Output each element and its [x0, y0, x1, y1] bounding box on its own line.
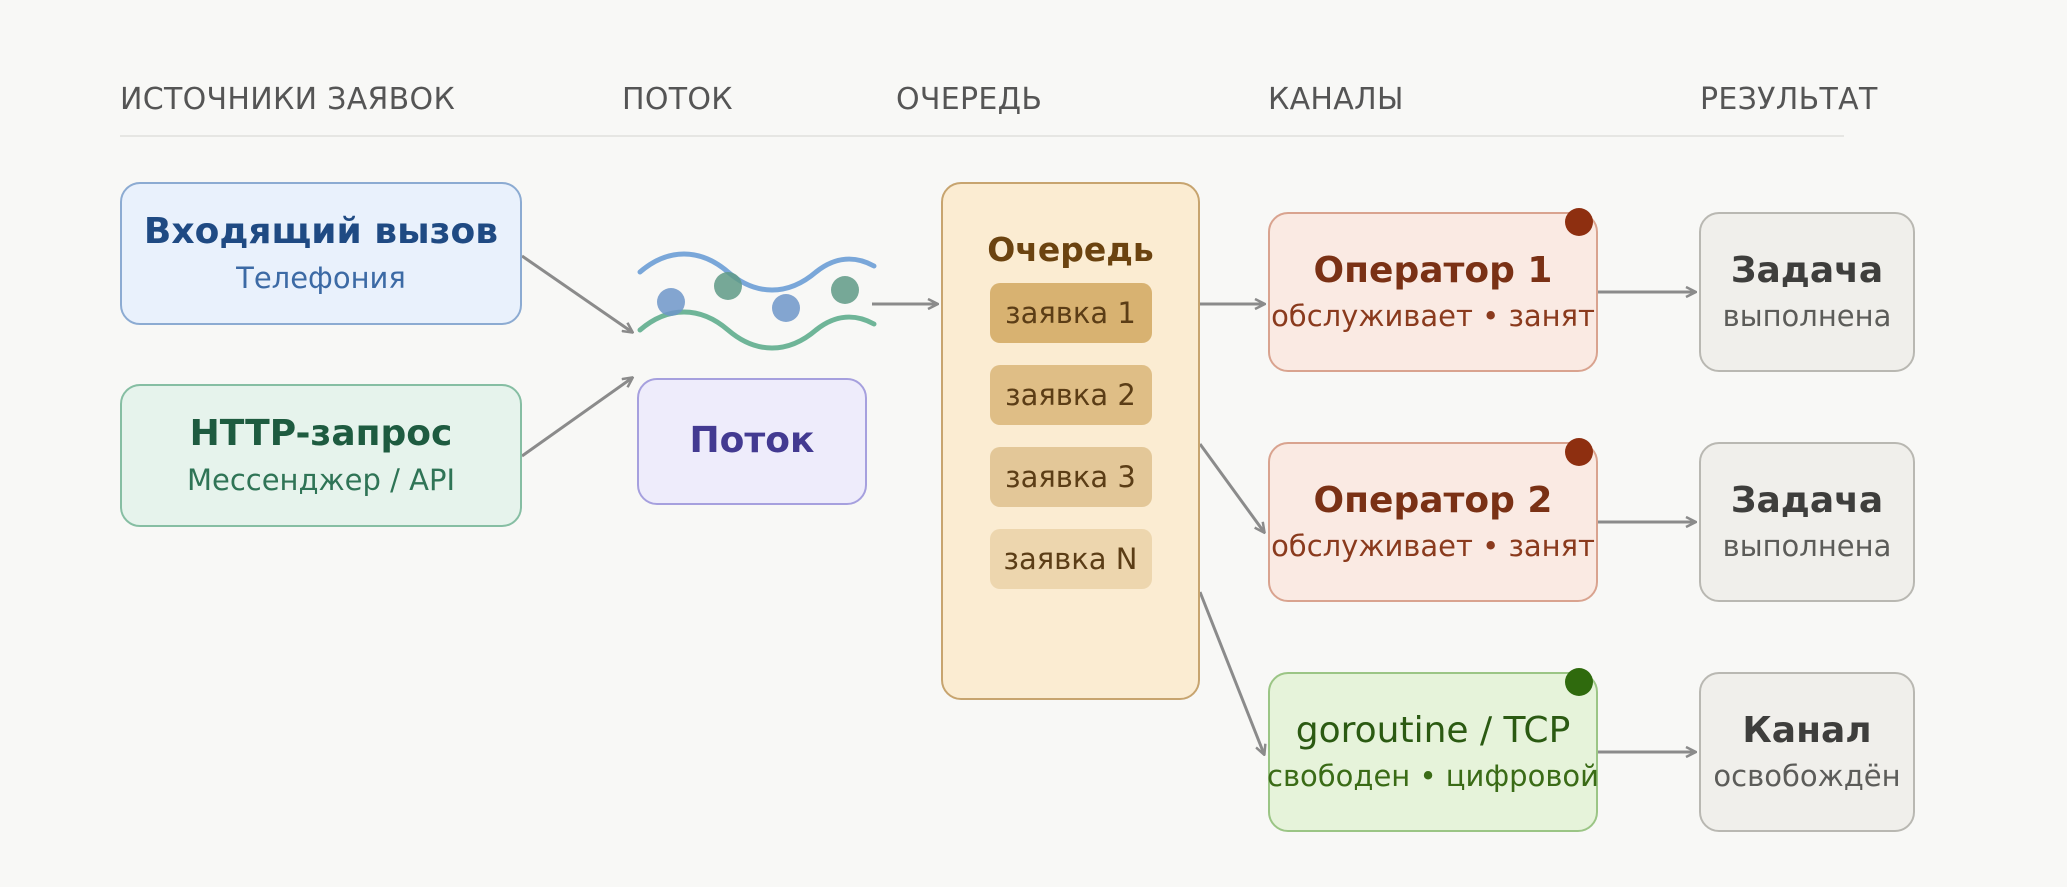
queue-item: заявка 3 [989, 447, 1152, 507]
arrow-call-to-flow [521, 254, 632, 332]
queue-title: Очередь [987, 230, 1154, 269]
source-subtitle: Мессенджер / API [186, 462, 456, 497]
header-channels: КАНАЛЫ [1268, 82, 1404, 117]
flow-box: Поток [637, 378, 867, 505]
queue-item: заявка N [989, 529, 1152, 589]
busy-status-dot [1565, 438, 1593, 466]
source-http-request: HTTP-запрос Мессенджер / API [120, 384, 522, 527]
stream-particle [714, 272, 742, 300]
source-incoming-call: Входящий вызов Телефония [120, 182, 522, 325]
source-title: Входящий вызов [143, 211, 499, 253]
result-subtitle: выполнена [1722, 529, 1892, 564]
channel-status: обслуживает • занят [1271, 529, 1595, 564]
source-subtitle: Телефония [236, 260, 406, 295]
result-title: Задача [1730, 479, 1884, 521]
channel-operator-2: Оператор 2 обслуживает • занят [1268, 442, 1598, 602]
result-channel: Канал освобождён [1699, 672, 1915, 832]
stream-wave-green [637, 309, 877, 351]
header-flow: ПОТОК [622, 82, 733, 117]
result-subtitle: освобождён [1713, 759, 1901, 794]
result-subtitle: выполнена [1722, 299, 1892, 334]
arrow-queue-to-op2 [1198, 443, 1264, 532]
stream-wave-blue [637, 251, 877, 293]
result-task-1: Задача выполнена [1699, 212, 1915, 372]
result-task-2: Задача выполнена [1699, 442, 1915, 602]
header-sources: ИСТОЧНИКИ ЗАЯВОК [120, 82, 456, 117]
stream-particle [657, 288, 685, 316]
channel-title: Оператор 1 [1313, 249, 1553, 291]
queue-item: заявка 1 [989, 283, 1152, 343]
channel-status: обслуживает • занят [1271, 299, 1595, 334]
source-title: HTTP-запрос [189, 413, 453, 455]
flow-title: Поток [689, 420, 815, 462]
channel-goroutine: goroutine / TCP свободен • цифровой [1267, 672, 1600, 832]
channel-title: goroutine / TCP [1295, 709, 1571, 751]
header-divider [120, 135, 1844, 137]
stream-particle [831, 276, 859, 304]
header-result: РЕЗУЛЬТАТ [1700, 82, 1878, 117]
arrow-http-to-flow [521, 378, 632, 458]
queue-box: Очередь заявка 1 заявка 2 заявка 3 заявк… [941, 182, 1200, 700]
channel-status: свободен • цифровой [1267, 759, 1600, 794]
channel-title: Оператор 2 [1313, 479, 1553, 521]
free-status-dot [1565, 668, 1593, 696]
stream-particle [772, 294, 800, 322]
busy-status-dot [1565, 208, 1593, 236]
arrow-queue-to-go [1198, 591, 1264, 754]
result-title: Задача [1730, 249, 1884, 291]
queue-item: заявка 2 [989, 365, 1152, 425]
result-title: Канал [1742, 709, 1872, 751]
header-queue: ОЧЕРЕДЬ [896, 82, 1043, 117]
channel-operator-1: Оператор 1 обслуживает • занят [1268, 212, 1598, 372]
